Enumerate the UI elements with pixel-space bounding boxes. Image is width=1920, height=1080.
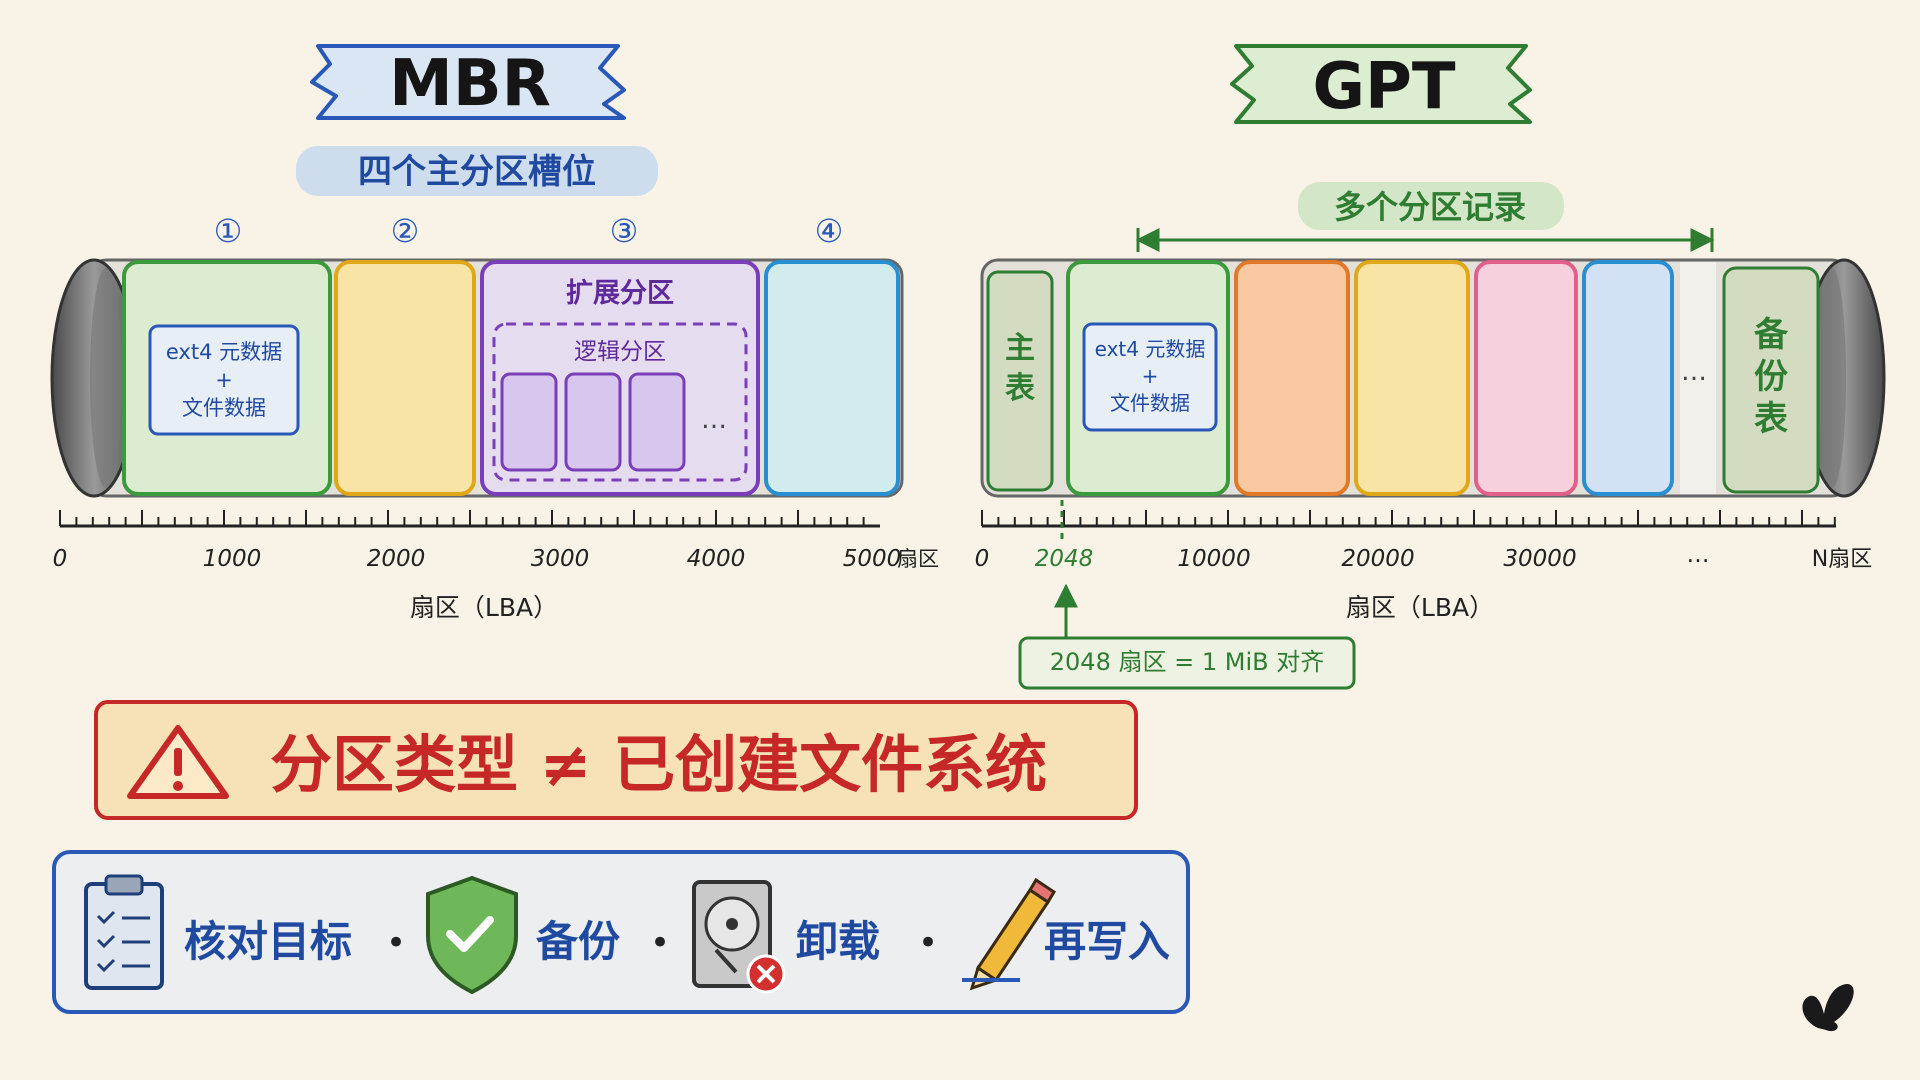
mbr-tick-4000: 4000 bbox=[687, 546, 746, 572]
gpt-partition-2 bbox=[1234, 260, 1350, 496]
mbr-ext4-plus: + bbox=[215, 368, 233, 392]
logical-partition-1 bbox=[500, 372, 558, 472]
step-verify-target: 核对目标 bbox=[184, 917, 352, 966]
step-backup: 备份 bbox=[536, 917, 620, 966]
step-rewrite: 再写入 bbox=[1044, 917, 1170, 966]
gpt-partition-4 bbox=[1474, 260, 1578, 496]
mbr-tick-5000: 5000 bbox=[843, 546, 902, 572]
mbr-subtitle: 四个主分区槽位 bbox=[358, 152, 596, 192]
mbr-tick-unit: 扇区 bbox=[897, 547, 939, 571]
mbr-title-banner: MBR bbox=[310, 44, 626, 121]
mbr-disk: ext4 元数据 + 文件数据 扩展分区 逻辑分区 … bbox=[50, 258, 904, 498]
mbr-tick-0: 0 bbox=[53, 546, 68, 572]
gpt-tick-2048: 2048 bbox=[1035, 546, 1094, 572]
gpt-backup-table bbox=[1722, 266, 1820, 494]
mbr-ext4-box bbox=[148, 324, 300, 436]
pencil-icon bbox=[962, 877, 1057, 991]
mbr-partition-2 bbox=[334, 260, 476, 496]
gpt-tick-ellipsis: … bbox=[1687, 542, 1710, 568]
step-unmount: 卸载 bbox=[796, 917, 880, 966]
logical-partition-2 bbox=[564, 372, 622, 472]
slot-number-3: ③ bbox=[610, 212, 639, 250]
gpt-ext4-plus: + bbox=[1142, 364, 1159, 388]
gpt-free-space bbox=[1680, 262, 1716, 494]
gpt-ext4-line1: ext4 元数据 bbox=[1095, 337, 1206, 361]
gpt-primary-table-label: 主表 bbox=[1005, 331, 1035, 406]
mbr-tick-2000: 2000 bbox=[367, 546, 426, 572]
logical-partition-3 bbox=[628, 372, 686, 472]
gpt-tick-20000: 20000 bbox=[1341, 546, 1414, 572]
mbr-axis-label: 扇区（LBA） bbox=[410, 593, 558, 622]
hard-drive-unmount-icon bbox=[692, 880, 786, 994]
alignment-note: 2048 扇区 = 1 MiB 对齐 bbox=[1050, 648, 1324, 676]
gpt-title: GPT bbox=[1312, 50, 1455, 124]
gpt-partition-5 bbox=[1582, 260, 1674, 496]
gpt-tick-0: 0 bbox=[975, 546, 990, 572]
mbr-tick-3000: 3000 bbox=[531, 546, 590, 572]
butterfly-logo-icon bbox=[1802, 984, 1854, 1032]
gpt-ruler: 0 2048 10000 20000 30000 … N扇区 扇区（LBA） bbox=[975, 500, 1872, 622]
step-separator-2: • bbox=[650, 923, 670, 963]
step-separator-1: • bbox=[386, 923, 406, 963]
mbr-partition-4 bbox=[764, 260, 900, 496]
logical-partition-group bbox=[492, 322, 748, 482]
logical-partition-ellipsis: … bbox=[701, 405, 727, 435]
mbr-ext4-line2: 文件数据 bbox=[182, 396, 266, 420]
mbr-ruler: 0 1000 2000 3000 4000 5000 扇区 扇区（LBA） bbox=[53, 510, 939, 622]
gpt-ext4-line2: 文件数据 bbox=[1110, 391, 1190, 415]
gpt-tick-30000: 30000 bbox=[1503, 546, 1576, 572]
gpt-tick-10000: 10000 bbox=[1177, 546, 1250, 572]
gpt-ext4-box bbox=[1082, 322, 1218, 432]
mbr-title: MBR bbox=[389, 47, 551, 121]
gpt-partition-3 bbox=[1354, 260, 1470, 496]
mbr-section: MBR 四个主分区槽位 ① ② ③ ④ ext4 元数据 + 文件数据 扩展分区 bbox=[50, 44, 939, 622]
gpt-axis-label: 扇区（LBA） bbox=[1346, 593, 1494, 622]
mbr-ext4-line1: ext4 元数据 bbox=[166, 340, 282, 364]
gpt-title-banner: GPT bbox=[1230, 44, 1532, 124]
steps-panel: 核对目标 • 备份 • 卸载 • 再写入 bbox=[52, 850, 1190, 1014]
gpt-partitions-ellipsis: … bbox=[1681, 357, 1707, 387]
gpt-backup-table-label: 备份表 bbox=[1754, 315, 1789, 439]
slot-number-4: ④ bbox=[815, 212, 844, 250]
slot-number-2: ② bbox=[391, 212, 420, 250]
step-separator-3: • bbox=[918, 923, 938, 963]
gpt-primary-table bbox=[986, 270, 1054, 492]
alignment-note-box bbox=[1018, 636, 1356, 690]
warning-triangle-icon bbox=[127, 725, 229, 799]
slot-number-1: ① bbox=[214, 212, 243, 250]
warning-text: 分区类型 ≠ 已创建文件系统 bbox=[270, 728, 1047, 801]
gpt-subtitle-highlight bbox=[1298, 182, 1564, 230]
gpt-subtitle: 多个分区记录 bbox=[1334, 188, 1526, 226]
gpt-disk: 主表 ext4 元数据 + 文件数据 … 备份表 bbox=[980, 258, 1886, 498]
extended-partition-label: 扩展分区 bbox=[566, 278, 674, 309]
shield-check-icon bbox=[426, 875, 518, 995]
clipboard-checklist-icon bbox=[84, 874, 164, 990]
gpt-section: GPT 多个分区记录 主表 ext4 元数据 + 文件数据 … bbox=[975, 44, 1886, 690]
logical-partition-label: 逻辑分区 bbox=[574, 339, 666, 365]
warning-banner: 分区类型 ≠ 已创建文件系统 bbox=[94, 700, 1138, 820]
mbr-subtitle-highlight bbox=[296, 146, 658, 196]
mbr-tick-1000: 1000 bbox=[203, 546, 262, 572]
gpt-tick-n: N扇区 bbox=[1812, 547, 1872, 572]
